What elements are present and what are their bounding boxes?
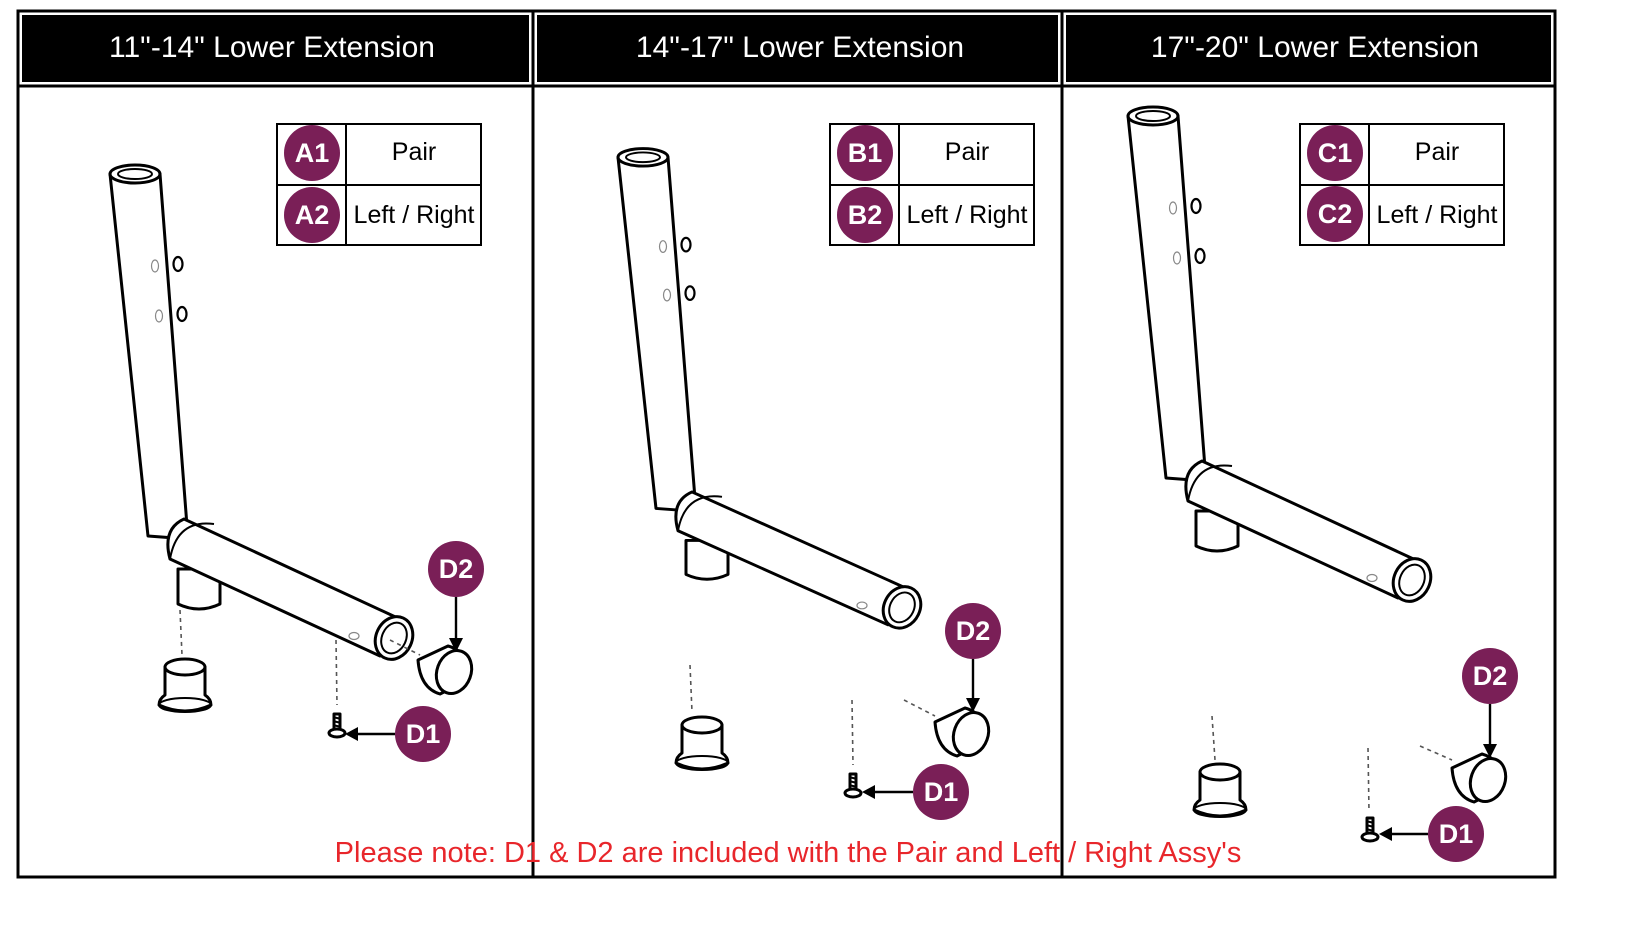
foot-plug bbox=[674, 715, 730, 772]
part-badge-label: B1 bbox=[848, 138, 883, 168]
end-cap-d2 bbox=[933, 706, 996, 762]
arrow-head bbox=[862, 785, 875, 799]
part-table-3: C1 C2 Pair Left / Right bbox=[1299, 123, 1505, 246]
part-badge-label: C2 bbox=[1318, 199, 1353, 229]
part-badge bbox=[1307, 125, 1363, 181]
foot-plug bbox=[157, 657, 213, 714]
callout-badge bbox=[913, 764, 969, 820]
callout-label: D1 bbox=[924, 777, 959, 807]
inclusion-note: Please note: D1 & D2 are included with t… bbox=[335, 837, 1242, 869]
part-badge bbox=[284, 187, 340, 243]
arrow-head bbox=[449, 638, 463, 652]
guide-line bbox=[335, 639, 338, 706]
part-table-1: A1 A2 Pair Left / Right bbox=[276, 123, 482, 246]
callout-badge bbox=[395, 706, 451, 762]
guide-line bbox=[903, 699, 936, 717]
part-badge-label: C1 bbox=[1318, 138, 1353, 168]
guide-line bbox=[689, 664, 693, 713]
callout-label: D2 bbox=[956, 616, 991, 646]
guide-line bbox=[179, 609, 183, 656]
part-option-label: Left / Right bbox=[1377, 201, 1498, 229]
callout-badge bbox=[945, 603, 1001, 659]
panel-header-title: 11"-14" Lower Extension bbox=[109, 31, 435, 64]
screw-d1 bbox=[327, 712, 347, 739]
screw-d1 bbox=[1360, 816, 1380, 843]
panel-header-3: 17"-20" Lower Extension bbox=[1066, 15, 1551, 82]
arrow-head bbox=[1483, 744, 1497, 758]
panel-header-2: 14"-17" Lower Extension bbox=[537, 15, 1058, 82]
end-cap-d2 bbox=[416, 644, 479, 700]
part-badge bbox=[284, 125, 340, 181]
panel-header-1: 11"-14" Lower Extension bbox=[22, 15, 529, 82]
callout-badge bbox=[1462, 648, 1518, 704]
panel-3: C1 C2 Pair Left / Right D2 D1 bbox=[1126, 105, 1518, 862]
callout-badge bbox=[1428, 806, 1484, 862]
panel-2: B1 B2 Pair Left / Right D2 D1 bbox=[616, 123, 1035, 820]
guide-line bbox=[389, 639, 421, 656]
part-badge-label: A2 bbox=[295, 200, 330, 230]
part-badge-label: A1 bbox=[295, 138, 330, 168]
diagram-border bbox=[16, 9, 1557, 879]
guide-line bbox=[1211, 715, 1216, 761]
foot-plug bbox=[1192, 762, 1248, 819]
callout-label: D1 bbox=[406, 719, 441, 749]
part-option-label: Left / Right bbox=[354, 201, 475, 229]
part-badge bbox=[1307, 186, 1363, 242]
part-table-2: B1 B2 Pair Left / Right bbox=[829, 123, 1035, 246]
end-cap-d2 bbox=[1450, 752, 1513, 808]
part-badge bbox=[837, 187, 893, 243]
screw-d1 bbox=[843, 772, 863, 799]
part-option-label: Pair bbox=[392, 138, 436, 166]
callout-label: D1 bbox=[1439, 819, 1474, 849]
guide-line bbox=[1367, 747, 1370, 813]
callout-badge bbox=[428, 541, 484, 597]
callout-label: D2 bbox=[1473, 661, 1508, 691]
part-option-label: Pair bbox=[1415, 138, 1459, 166]
arrow-head bbox=[345, 727, 358, 741]
guide-line bbox=[851, 699, 854, 766]
arrow-head bbox=[1379, 827, 1392, 841]
panel-header-title: 17"-20" Lower Extension bbox=[1151, 31, 1479, 64]
guide-line bbox=[1419, 745, 1453, 761]
part-badge-label: B2 bbox=[848, 200, 883, 230]
part-option-label: Pair bbox=[945, 138, 989, 166]
panel-header-title: 14"-17" Lower Extension bbox=[636, 31, 964, 64]
callout-label: D2 bbox=[439, 554, 474, 584]
panel-1: A1 A2 Pair Left / Right D2 D1 bbox=[108, 123, 484, 762]
part-badge bbox=[837, 125, 893, 181]
arrow-head bbox=[966, 698, 980, 712]
part-option-label: Left / Right bbox=[907, 201, 1028, 229]
